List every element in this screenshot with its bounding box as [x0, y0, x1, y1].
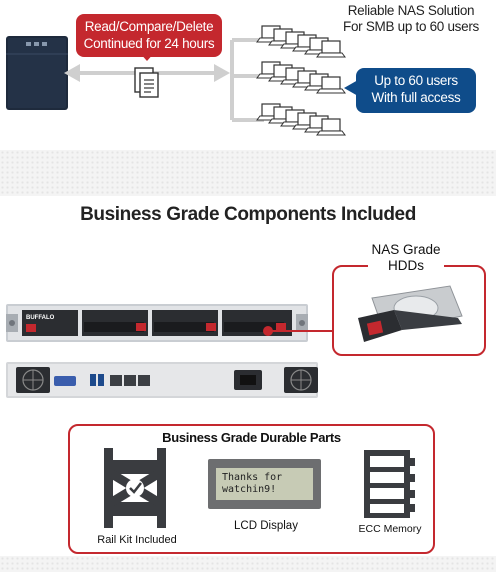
- hdd-label: NAS Grade HDDs: [368, 240, 444, 284]
- nas-usage-diagram: Read/Compare/Delete Continued for 24 hou…: [0, 0, 496, 150]
- components-title: Business Grade Components Included: [80, 204, 416, 225]
- rack-server-back-image: [6, 362, 318, 398]
- rail-kit-label: Rail Kit Included: [97, 534, 177, 546]
- svg-text:BUFFALO: BUFFALO: [26, 315, 55, 321]
- nas-box-icon: [6, 36, 68, 110]
- blue-bubble-pointer: [344, 80, 358, 96]
- nas-solution-heading: Reliable NAS Solution For SMB up to 60 u…: [336, 3, 486, 35]
- durable-parts-title: Business Grade Durable Parts: [162, 430, 341, 445]
- lcd-screen: Thanks for watchin9!: [216, 468, 313, 500]
- dotted-footer: [0, 556, 496, 572]
- dotted-divider: [0, 150, 496, 196]
- nas-solution-line2: For SMB up to 60 users: [343, 19, 479, 34]
- ecc-memory-label: ECC Memory: [358, 523, 422, 535]
- lcd-screen-line2: watchin9!: [222, 484, 277, 495]
- rail-kit-icon: [104, 448, 166, 528]
- copy-duration-bubble: Read/Compare/Delete Continued for 24 hou…: [76, 14, 222, 57]
- rack-server-front-image: BUFFALO: [6, 304, 308, 342]
- nas-solution-line1: Reliable NAS Solution: [347, 3, 475, 18]
- copy-duration-line2: Continued for 24 hours: [83, 36, 215, 51]
- copy-duration-line1: Read/Compare/Delete: [84, 19, 214, 34]
- documents-icon: [134, 67, 159, 98]
- durable-parts-frame: [68, 424, 435, 554]
- lcd-display-label: LCD Display: [234, 520, 298, 532]
- users-access-bubble: Up to 60 users With full access: [356, 68, 476, 113]
- lcd-screen-line1: Thanks for: [222, 472, 283, 483]
- users-access-line1: Up to 60 users: [374, 73, 458, 88]
- lcd-display-image: Thanks for watchin9!: [208, 459, 321, 509]
- ecc-memory-icon: [364, 450, 415, 518]
- bubble-pointer: [139, 52, 155, 61]
- hdd-connector-line: [266, 330, 334, 332]
- hdd-label-line2: HDDs: [388, 258, 424, 273]
- hdd-label-line1: NAS Grade: [371, 242, 441, 257]
- hdd-image: [358, 285, 463, 342]
- users-access-line2: With full access: [371, 90, 461, 105]
